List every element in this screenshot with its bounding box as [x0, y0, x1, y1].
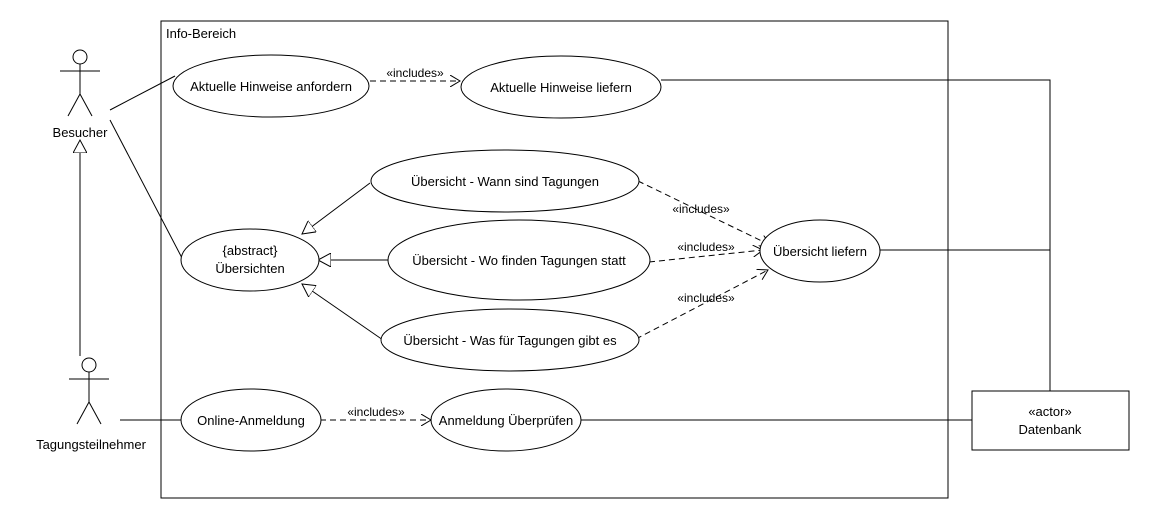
include-label-wann: «includes» — [672, 202, 730, 216]
include-label-was: «includes» — [677, 291, 735, 305]
assoc-besucher-hinweise — [109, 75, 176, 111]
usecase-hinweise-anfordern[interactable]: Aktuelle Hinweise anfordern — [172, 54, 370, 118]
actor-tagungsteilnehmer[interactable] — [69, 357, 109, 425]
assoc-besucher-uebersichten — [109, 119, 183, 259]
assoc-hinweise-datenbank — [661, 79, 1051, 391]
usecase-uebersicht-wo-label: Übersicht - Wo finden Tagungen statt — [412, 253, 626, 268]
usecase-uebersicht-wo[interactable]: Übersicht - Wo finden Tagungen statt — [387, 219, 651, 301]
usecase-hinweise-liefern[interactable]: Aktuelle Hinweise liefern — [460, 55, 662, 119]
usecase-uebersichten-stereotype: {abstract} — [223, 243, 279, 258]
usecase-uebersicht-liefern-label: Übersicht liefern — [773, 244, 867, 259]
usecase-uebersichten-label: Übersichten — [215, 261, 284, 276]
generalization-was — [302, 284, 384, 341]
usecase-anmeldung-pruefen[interactable]: Anmeldung Überprüfen — [430, 388, 582, 452]
actor-besucher-label: Besucher — [53, 125, 109, 140]
generalization-wann — [302, 182, 371, 234]
actor-datenbank-stereotype: «actor» — [1028, 404, 1071, 419]
include-wo — [648, 250, 763, 263]
actor-besucher[interactable] — [60, 49, 100, 117]
actor-datenbank[interactable] — [971, 390, 1130, 451]
system-title: Info-Bereich — [166, 26, 236, 41]
include-wann — [637, 180, 770, 245]
usecase-uebersichten[interactable]: {abstract} Übersichten — [180, 228, 320, 292]
usecase-uebersicht-wann[interactable]: Übersicht - Wann sind Tagungen — [370, 149, 640, 213]
usecase-uebersicht-liefern[interactable]: Übersicht liefern — [759, 219, 881, 283]
usecase-uebersicht-was-label: Übersicht - Was für Tagungen gibt es — [403, 333, 617, 348]
usecase-uebersicht-wann-label: Übersicht - Wann sind Tagungen — [411, 174, 599, 189]
system-boundary — [160, 20, 949, 499]
usecase-hinweise-anfordern-label: Aktuelle Hinweise anfordern — [190, 79, 352, 94]
actor-datenbank-name: Datenbank — [1019, 422, 1082, 437]
include-was — [635, 270, 768, 340]
usecase-online-anmeldung-label: Online-Anmeldung — [197, 413, 305, 428]
usecase-anmeldung-pruefen-label: Anmeldung Überprüfen — [439, 413, 573, 428]
actor-tagungsteilnehmer-label: Tagungsteilnehmer — [36, 437, 147, 452]
usecase-uebersicht-was[interactable]: Übersicht - Was für Tagungen gibt es — [380, 308, 640, 372]
include-label-anmeldung: «includes» — [347, 405, 405, 419]
include-label-wo: «includes» — [677, 240, 735, 254]
include-label-hinweise: «includes» — [386, 66, 444, 80]
usecase-online-anmeldung[interactable]: Online-Anmeldung — [180, 388, 322, 452]
usecase-hinweise-liefern-label: Aktuelle Hinweise liefern — [490, 80, 632, 95]
